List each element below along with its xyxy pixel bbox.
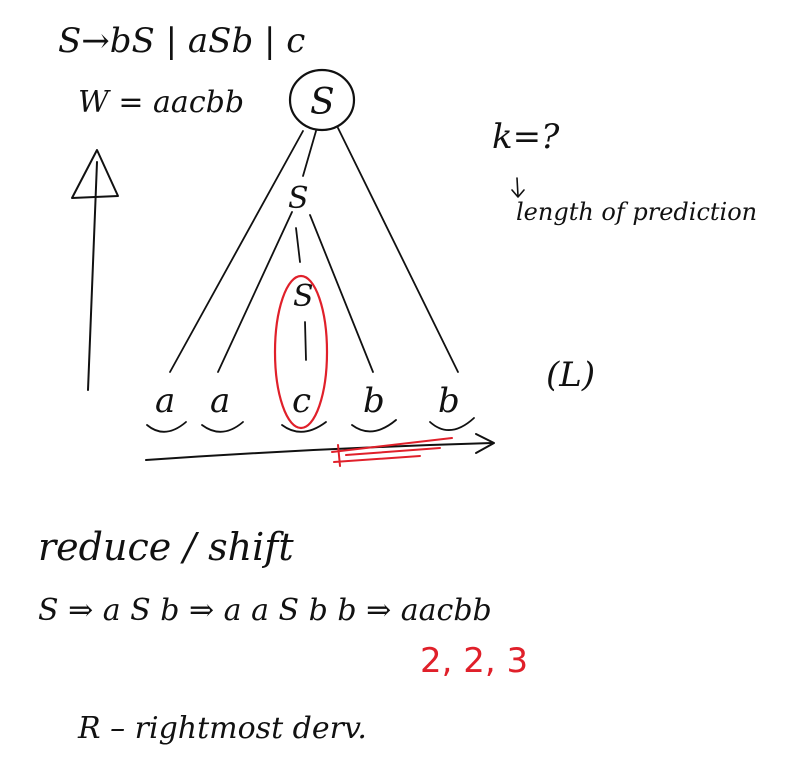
leaf-c: c [292,381,311,421]
root-circle [288,68,356,132]
step-counts: 2, 2, 3 [420,641,528,681]
language-class: (L) [546,355,595,395]
inner-node-s1: S [288,181,309,216]
grammar-rules: S→bS | aSb | c [58,21,305,61]
root-node: S [310,82,335,123]
operations-label: reduce / shift [38,525,294,569]
leaf-b2: b [438,381,460,421]
down-arrow-icon [511,177,525,198]
input-word: W = aacbb [78,85,244,120]
leaf-a2: a [210,381,230,421]
k-question: k=? [492,117,560,157]
leaf-a1: a [155,381,175,421]
handle-highlight [273,274,329,430]
derivation-line: S ⇒ a S b ⇒ a a S b b ⇒ aacbb [38,593,492,628]
inner-node-s2: S [293,279,314,314]
lookahead-marker [331,437,453,467]
k-explanation: length of prediction [516,198,757,226]
leaf-b1: b [363,381,385,421]
input-direction-arrow [145,433,495,461]
token-underlines [146,417,475,433]
tree-edges [169,127,459,373]
up-arrow [71,149,119,391]
rightmost-derivation-note: R – rightmost derv. [77,711,367,746]
